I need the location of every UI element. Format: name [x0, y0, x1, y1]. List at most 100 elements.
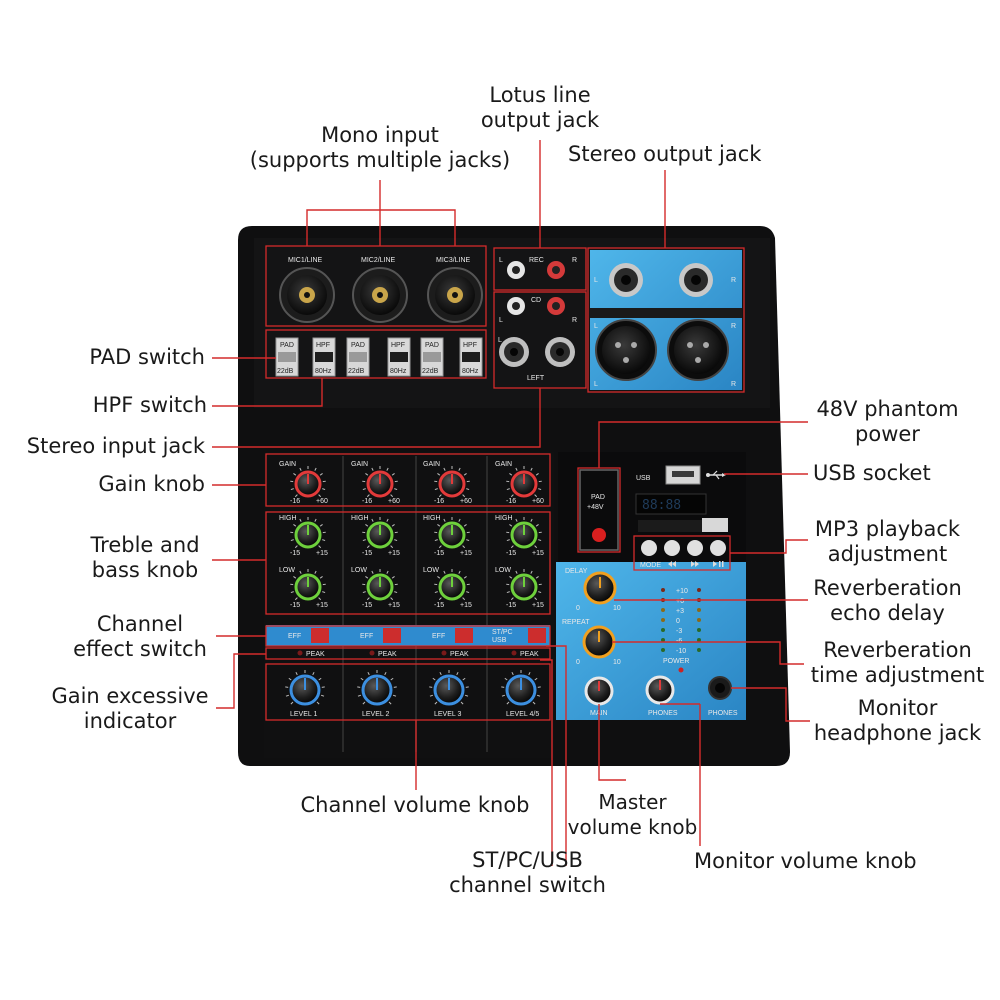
stereo-input-jack-left[interactable] — [499, 337, 529, 367]
treble-knob-3[interactable] — [434, 517, 470, 549]
svg-text:PEAK: PEAK — [306, 651, 325, 658]
gain-knob-2[interactable] — [362, 466, 398, 498]
gain-knob-4[interactable] — [506, 466, 542, 498]
treble-knob-4[interactable] — [506, 517, 542, 549]
monitor-volume-knob[interactable] — [645, 675, 675, 705]
master-volume-knob[interactable] — [584, 676, 614, 706]
svg-text:PAD: PAD — [425, 342, 439, 349]
svg-text:PAD: PAD — [351, 342, 365, 349]
low-label-2: LOW — [351, 567, 367, 574]
next-icon — [691, 561, 699, 567]
eff-switch-1[interactable]: EFF — [288, 628, 329, 643]
gain-max-1: +60 — [316, 498, 328, 505]
svg-text:ST/PC: ST/PC — [492, 629, 513, 636]
cd-label: CD — [531, 297, 541, 304]
meter-led-4 — [661, 618, 665, 622]
pad-switch-3[interactable]: PAD 22dB — [420, 337, 444, 377]
rec-r-label: R — [572, 257, 577, 264]
mic-input-2[interactable] — [352, 267, 408, 323]
usb-label: USB — [636, 475, 651, 482]
stereo-input-jack-right[interactable] — [545, 337, 575, 367]
svg-text:0: 0 — [576, 605, 580, 612]
bass-knob-2[interactable] — [362, 569, 398, 601]
low-min-4: -15 — [506, 602, 516, 609]
svg-text:EFF: EFF — [432, 633, 445, 640]
eff-switch-3[interactable]: EFF — [432, 628, 473, 643]
mp3-previous-button[interactable] — [664, 540, 680, 556]
mic-input-3[interactable] — [427, 267, 483, 323]
channel-volume-knob-2[interactable] — [357, 670, 397, 706]
stereo-output-jack-left[interactable] — [609, 263, 643, 297]
mp3-next-button[interactable] — [687, 540, 703, 556]
mic-input-1[interactable] — [279, 267, 335, 323]
meter-label-1: +10 — [676, 588, 688, 595]
pad-switch-2[interactable]: PAD 22dB — [346, 337, 370, 377]
channel-volume-knob-1[interactable] — [285, 670, 325, 706]
mp3-display — [635, 493, 707, 515]
previous-icon — [668, 561, 676, 567]
play-pause-icon — [713, 561, 724, 567]
peak-indicator-1: PEAK — [297, 650, 325, 658]
gain-max-2: +60 — [388, 498, 400, 505]
stereo-output-jack-right[interactable] — [679, 263, 713, 297]
callout-usb-socket: USB socket — [813, 461, 931, 485]
monitor-headphone-jack[interactable] — [708, 676, 732, 700]
xlr-r-label: R — [731, 323, 736, 330]
channel-volume-knob-4[interactable] — [501, 670, 541, 706]
meter-label-2: +6 — [676, 598, 684, 605]
bass-knob-1[interactable] — [290, 569, 326, 601]
bass-knob-3[interactable] — [434, 569, 470, 601]
svg-text:88:88: 88:88 — [642, 498, 681, 513]
treble-knob-1[interactable] — [290, 517, 326, 549]
mp3-play-pause-button[interactable] — [710, 540, 726, 556]
svg-text:0: 0 — [576, 659, 580, 666]
rca-rec-right[interactable] — [547, 261, 565, 279]
gain-knob-1[interactable] — [290, 466, 326, 498]
pad-switch-1[interactable]: PAD 22dB — [275, 337, 299, 377]
treble-knob-2[interactable] — [362, 517, 398, 549]
callout-hpf-switch: HPF switch — [92, 393, 207, 417]
low-min-2: -15 — [362, 602, 372, 609]
mic3-label: MIC3/LINE — [436, 257, 471, 264]
rec-label: REC — [529, 257, 544, 264]
xlr-output-left[interactable] — [595, 319, 657, 381]
eff-switch-2[interactable]: EFF — [360, 628, 401, 643]
xlr-output-right[interactable] — [667, 319, 729, 381]
rca-cd-right[interactable] — [547, 297, 565, 315]
meter-label-5: -3 — [676, 628, 682, 635]
hpf-switch-1[interactable]: HPF 80Hz — [312, 337, 336, 377]
meter-led-right-1 — [697, 588, 701, 592]
gain-knob-3[interactable] — [434, 466, 470, 498]
svg-text:22dB: 22dB — [277, 368, 294, 375]
gain-min-3: -16 — [434, 498, 444, 505]
svg-text:USB: USB — [492, 637, 507, 644]
rca-rec-left[interactable] — [507, 261, 525, 279]
delay-knob[interactable] — [583, 571, 617, 605]
peak-indicator-3: PEAK — [441, 650, 469, 658]
st-pc-usb-switch[interactable]: ST/PC USB — [492, 628, 546, 644]
mp3-mode-button[interactable] — [641, 540, 657, 556]
rca-cd-left[interactable] — [507, 297, 525, 315]
hpf-switch-3[interactable]: HPF 80Hz — [459, 337, 483, 377]
bass-knob-4[interactable] — [506, 569, 542, 601]
out-l-label: L — [594, 277, 598, 284]
repeat-knob[interactable] — [582, 625, 616, 659]
callout-gain-knob: Gain knob — [98, 472, 205, 496]
out-r-label: R — [731, 277, 736, 284]
channel-volume-knob-3[interactable] — [429, 670, 469, 706]
callout-mono-input: Mono input(supports multiple jacks) — [249, 123, 511, 172]
stereo-output-divider — [590, 308, 742, 318]
phantom-power-button[interactable] — [592, 528, 606, 542]
low-label-3: LOW — [423, 567, 439, 574]
mic1-label: MIC1/LINE — [288, 257, 323, 264]
svg-text:PEAK: PEAK — [450, 651, 469, 658]
level-label-1: LEVEL 1 — [290, 711, 317, 718]
svg-text:HPF: HPF — [463, 342, 477, 349]
hpf-switch-2[interactable]: HPF 80Hz — [387, 337, 411, 377]
